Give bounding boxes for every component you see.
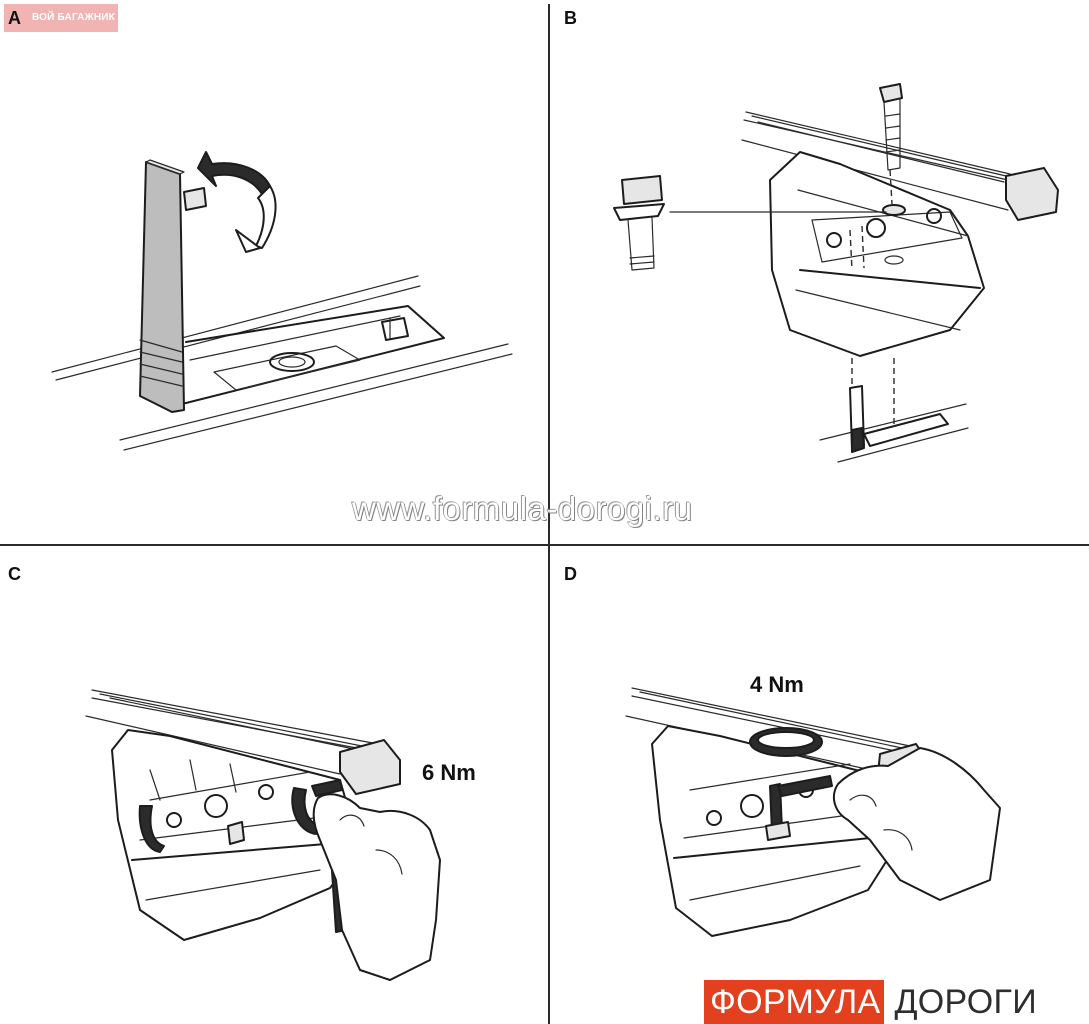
logo-dark-part: ДОРОГИ <box>894 983 1037 1021</box>
panel-c-label: C <box>8 564 21 584</box>
logo-red-part: ФОРМУЛА <box>704 980 885 1024</box>
horizontal-divider <box>0 544 1089 546</box>
watermark-badge: ВОЙ БАГАЖНИК <box>4 4 118 32</box>
panel-c-illustration <box>85 689 441 981</box>
torque-label-c: 6 Nm <box>422 760 476 785</box>
panel-d-label: D <box>564 564 577 584</box>
vertical-divider <box>548 4 550 1024</box>
torque-label-d: 4 Nm <box>750 672 804 697</box>
panel-b-label: B <box>564 8 577 28</box>
panel-a-illustration <box>51 151 513 451</box>
panel-a-label: A <box>8 8 21 28</box>
url-watermark: www.formula-dorogi.ru <box>352 490 693 527</box>
brand-logo: ФОРМУЛА ДОРОГИ <box>704 980 1037 1024</box>
panel-d-illustration <box>625 687 1001 937</box>
panel-b-illustration <box>613 83 1059 463</box>
